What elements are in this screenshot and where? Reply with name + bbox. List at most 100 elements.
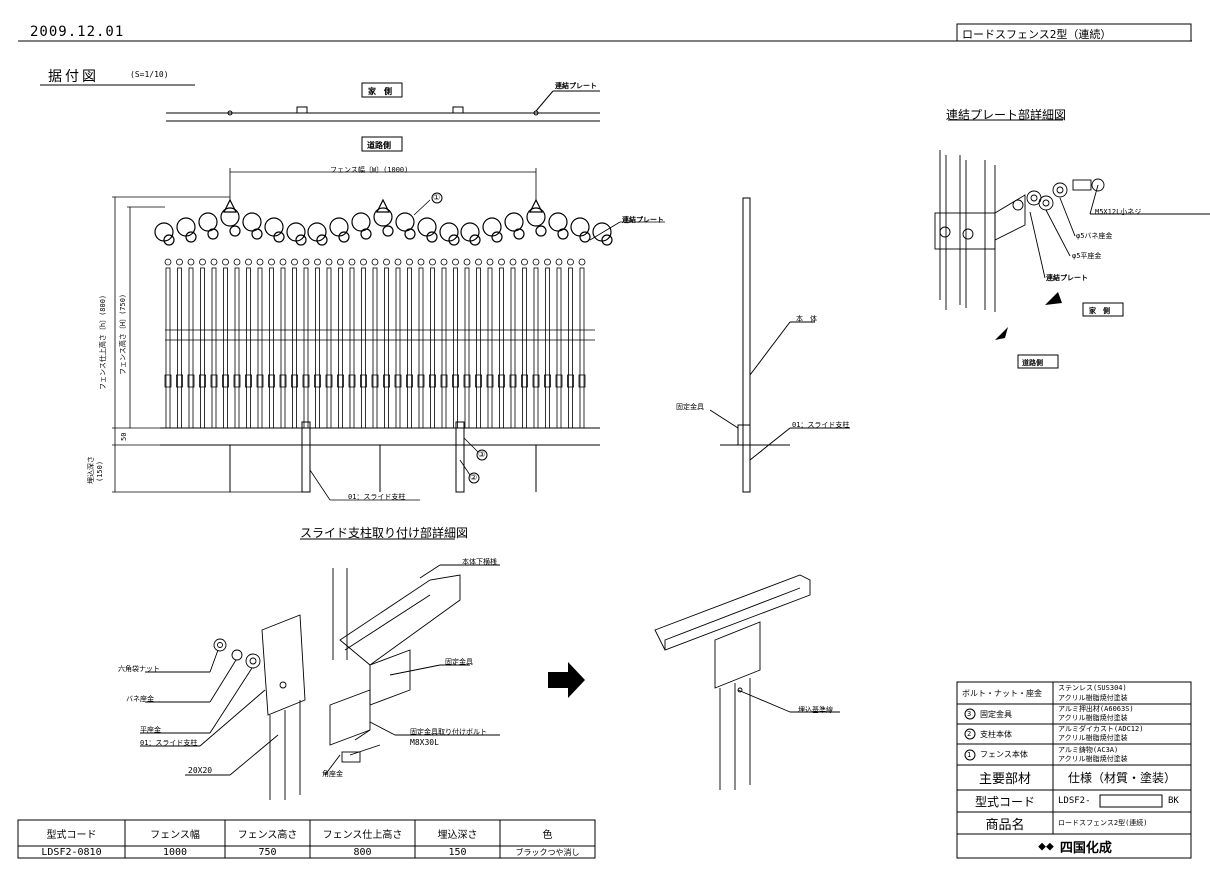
- arrow-road-icon: [995, 327, 1008, 340]
- scroll-curl: [176, 217, 196, 237]
- picket: [302, 258, 310, 429]
- tb-spec2-bracket: アクリル樹脂焼付塗装: [1058, 713, 1128, 722]
- tb-num-fence: 1: [967, 750, 972, 759]
- tb-item-fence: フェンス本体: [980, 750, 1028, 759]
- scroll-curl: [469, 234, 481, 246]
- scroll-curl: [513, 228, 525, 240]
- callout-3: ③: [478, 450, 486, 459]
- picket: [521, 258, 528, 429]
- picket: [164, 258, 172, 429]
- scroll-curl: [273, 231, 285, 243]
- finial: [529, 198, 543, 213]
- picket: [348, 258, 356, 429]
- picket: [394, 258, 402, 429]
- tb-item-bolt: ボルト・ナット・座金: [962, 688, 1042, 698]
- embed-depth-label: 埋込深さ: [87, 456, 95, 484]
- fence-height-label: フェンス高さ〔H〕(750): [119, 293, 127, 375]
- tb-spec1-post: アルミダイカスト(ADC12): [1058, 724, 1144, 733]
- section-title-plate: 連結プレート部詳細図: [946, 108, 1067, 122]
- tb-spec1-fence: アルミ鋳物(AC3A): [1058, 745, 1119, 754]
- size-20-label: 20X20: [188, 766, 213, 775]
- finial: [223, 198, 237, 213]
- picket: [383, 258, 390, 429]
- picket: [463, 258, 471, 429]
- picket: [199, 258, 206, 429]
- scroll-curl: [229, 225, 241, 237]
- picket: [475, 258, 482, 429]
- plate-label-elev: 連結プレート: [622, 216, 664, 224]
- tb-model-code-suffix: BK: [1168, 795, 1179, 806]
- plate-label-detail: 連結プレート: [1046, 274, 1088, 282]
- scroll-curl: [535, 225, 547, 237]
- section-title-installation: 据付図: [48, 69, 99, 85]
- scroll-curl: [163, 234, 175, 246]
- scroll-curl: [316, 234, 328, 246]
- scroll-curl: [373, 207, 393, 227]
- scroll-curl: [338, 231, 350, 243]
- picket: [256, 258, 264, 429]
- callout-2: ②: [470, 473, 478, 482]
- title-block-frame: [956, 681, 1192, 859]
- finish-height-label: フェンス仕上高さ〔h〕(800): [99, 294, 107, 390]
- tb-item-post: 支柱本体: [980, 729, 1012, 739]
- picket: [210, 258, 218, 429]
- scroll-curl: [426, 231, 438, 243]
- square-washer-label: 角座金: [322, 770, 343, 778]
- fix-bracket-label-side: 固定金具: [676, 403, 704, 411]
- scroll-curl: [491, 231, 503, 243]
- slide-post-label-side: 01：スライド支柱: [792, 421, 850, 429]
- picket: [555, 258, 563, 429]
- picket: [222, 258, 229, 429]
- spec-cell-height: 750: [258, 846, 277, 858]
- flat-washer5-label: φ5平座金: [1072, 252, 1102, 260]
- embed-value-label: (150): [96, 460, 104, 482]
- drawing-date: 2009.12.01: [30, 24, 125, 40]
- scroll-curl: [570, 217, 590, 237]
- road-side-label: 道路側: [367, 141, 391, 150]
- spec-table-frame: [17, 819, 596, 859]
- m5-screw-label: M5X12L小ネジ: [1095, 208, 1142, 216]
- picket: [268, 258, 275, 429]
- tb-spec2-bolt: アクリル樹脂焼付塗装: [1058, 693, 1128, 702]
- dimension-lines: [112, 168, 537, 493]
- scroll-curl: [242, 212, 262, 232]
- spec-cell-embed: 150: [448, 846, 467, 858]
- plate-label-plan: 連結プレート: [555, 82, 597, 90]
- picket: [337, 258, 344, 429]
- picket: [176, 258, 183, 429]
- bolt-size-label: M8X30L: [410, 738, 439, 747]
- spring-washer-label: バネ座金: [126, 695, 154, 703]
- hex-nut-label: 六角袋ナット: [118, 665, 160, 673]
- spec-header-code: 型式コード: [46, 829, 97, 841]
- spec-header-color: 色: [542, 829, 553, 841]
- scroll-curl: [207, 228, 219, 240]
- scroll-curl: [295, 234, 307, 246]
- fence-ornament: [154, 198, 613, 246]
- plan-view: [166, 90, 600, 122]
- spec-header-width: フェンス幅: [150, 829, 200, 841]
- flat-washer-label: 平座金: [140, 726, 161, 734]
- scroll-curl: [548, 212, 568, 232]
- arrow-house-icon: [1045, 292, 1062, 305]
- scroll-curl: [220, 207, 240, 227]
- scroll-curl: [579, 231, 591, 243]
- picket: [452, 258, 459, 429]
- picket: [325, 258, 333, 429]
- road-side-label-detail: 道路側: [1022, 359, 1043, 367]
- lower-rail-label: 本体下横桟: [462, 558, 497, 566]
- fix-bracket-label-detail: 固定金具: [445, 658, 473, 666]
- scroll-curl: [404, 228, 416, 240]
- callout-1: ①: [433, 193, 441, 202]
- house-side-label: 家 側: [368, 87, 392, 96]
- spec-header-finish-height: フェンス仕上高さ: [322, 829, 403, 841]
- company-name: 四国化成: [1059, 840, 1112, 856]
- tb-spec2-post: アクリル樹脂焼付塗装: [1058, 733, 1128, 742]
- scroll-curl: [482, 217, 502, 237]
- scroll-curl: [382, 225, 394, 237]
- spec-cell-color: ブラックつや消し: [515, 847, 580, 857]
- drawing-title: ロードスフェンス2型（連続）: [962, 28, 1112, 41]
- picket: [567, 258, 574, 429]
- logo-diamond-icon: ◆◆: [1038, 838, 1054, 854]
- picket: [291, 258, 298, 429]
